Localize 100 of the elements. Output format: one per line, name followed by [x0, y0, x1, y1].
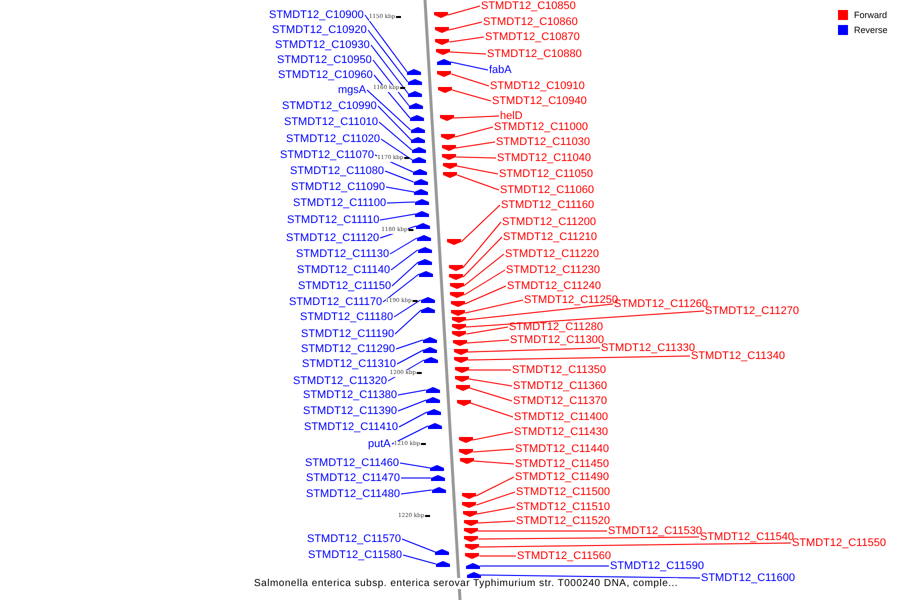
leader-line [366, 90, 412, 130]
gene-label: STMDT12_C10920 [272, 24, 367, 36]
leader-line [447, 6, 480, 16]
gene-symbol [422, 337, 437, 343]
gene-label: STMDT12_C11450 [515, 458, 609, 470]
leader-line [394, 300, 421, 318]
gene-symbol [452, 317, 466, 323]
leader-line [450, 62, 488, 70]
gene-label: STMDT12_C11150 [298, 280, 392, 292]
gene-symbol [416, 235, 431, 241]
leader-line [454, 126, 494, 138]
gene-symbol [436, 561, 450, 567]
gene-label: STMDT12_C11200 [502, 216, 596, 228]
gene-label: STMDT12_C10860 [483, 16, 578, 28]
gene-symbol [453, 340, 467, 346]
leader-line [380, 138, 413, 160]
gene-label: STMDT12_C11210 [503, 230, 597, 244]
leader-line [453, 116, 500, 118]
leader-line [368, 30, 408, 82]
leader-line [478, 542, 792, 548]
gene-label: STMDT12_C11370 [513, 394, 607, 408]
gene-label: STMDT12_C10940 [492, 94, 587, 108]
gene-label: STMDT12_C11360 [513, 380, 607, 392]
leader-line [374, 74, 410, 118]
gene-symbol [464, 536, 478, 542]
leader-line [398, 400, 427, 412]
gene-label: STMDT12_C11470 [306, 472, 400, 484]
gene-symbol [421, 307, 436, 313]
gene-symbol [420, 297, 434, 303]
gene-label: STMDT12_C10910 [490, 80, 585, 92]
gene-symbol [408, 79, 422, 85]
gene-symbol [435, 549, 450, 555]
leader-line [456, 174, 500, 190]
gene-label: STMDT12_C11240 [507, 280, 601, 292]
gene-symbol [450, 301, 465, 307]
leader-line [480, 574, 700, 578]
gene-symbol [449, 274, 464, 280]
leader-line [465, 304, 614, 320]
leader-line [396, 340, 424, 350]
gene-symbol [442, 163, 457, 169]
gene-symbol [464, 520, 478, 526]
leader-line [402, 538, 436, 552]
gene-label: STMDT12_C11000 [494, 120, 588, 134]
gene-symbol [454, 357, 468, 363]
leader-line [398, 412, 428, 428]
gene-symbol [452, 324, 466, 330]
gene-label: STMDT12_C11100 [293, 196, 386, 210]
gene-symbol [415, 211, 430, 217]
gene-symbol [464, 544, 479, 550]
gene-label: STMDT12_C11590 [610, 560, 704, 572]
gene-label: STMDT12_C11320 [293, 374, 387, 388]
gene-symbol [451, 310, 466, 316]
leader-line [378, 106, 412, 140]
gene-symbol [464, 528, 478, 534]
leader-line [450, 52, 486, 54]
leader-line [450, 74, 490, 86]
gene-label: STMDT12_C11390 [303, 404, 397, 418]
gene-symbol [407, 69, 422, 75]
leader-line [378, 122, 412, 150]
gene-symbol [466, 563, 480, 569]
gene-symbol [436, 49, 450, 55]
gene-label: STMDT12_C11310 [302, 358, 396, 370]
gene-symbol [414, 179, 428, 185]
gene-label: STMDT12_C11350 [512, 364, 606, 376]
gene-label: STMDT12_C11170 [289, 296, 382, 308]
gene-label: STMDT12_C11540 [700, 530, 794, 544]
gene-label: STMDT12_C11280 [509, 320, 603, 334]
leader-line [470, 402, 514, 418]
gene-symbol [410, 115, 424, 121]
gene-symbol [462, 493, 476, 499]
gene-label: STMDT12_C11580 [308, 548, 402, 562]
leader-line [464, 286, 506, 304]
gene-symbol [452, 331, 466, 337]
leader-line [370, 44, 409, 94]
leader-line [402, 554, 436, 564]
leader-line [398, 390, 426, 396]
leader-line [466, 340, 510, 344]
gene-label: STMDT12_C11010 [284, 116, 378, 128]
leader-line [455, 142, 496, 148]
leader-line [477, 520, 516, 524]
leader-line [396, 350, 424, 364]
leader-line [452, 90, 492, 102]
leader-line [456, 166, 498, 174]
gene-label: STMDT12_C11050 [499, 168, 593, 180]
gene-label: STMDT12_C10950 [277, 54, 372, 66]
gene-symbol [426, 397, 440, 403]
gene-label: STMDT12_C11220 [505, 248, 599, 260]
gene-label: STMDT12_C11070 [280, 148, 374, 162]
leader-line [466, 326, 508, 334]
leader-line [372, 60, 410, 106]
gene-label: STMDT12_C11430 [514, 426, 608, 438]
leader-line [364, 14, 408, 72]
leader-line [390, 238, 418, 254]
gene-symbol [413, 169, 428, 175]
gene-symbol [450, 292, 464, 298]
gene-symbol [456, 400, 470, 406]
leader-line [392, 262, 419, 286]
leader-line [467, 348, 600, 352]
leader-line [472, 448, 514, 452]
gene-symbol [418, 259, 432, 265]
